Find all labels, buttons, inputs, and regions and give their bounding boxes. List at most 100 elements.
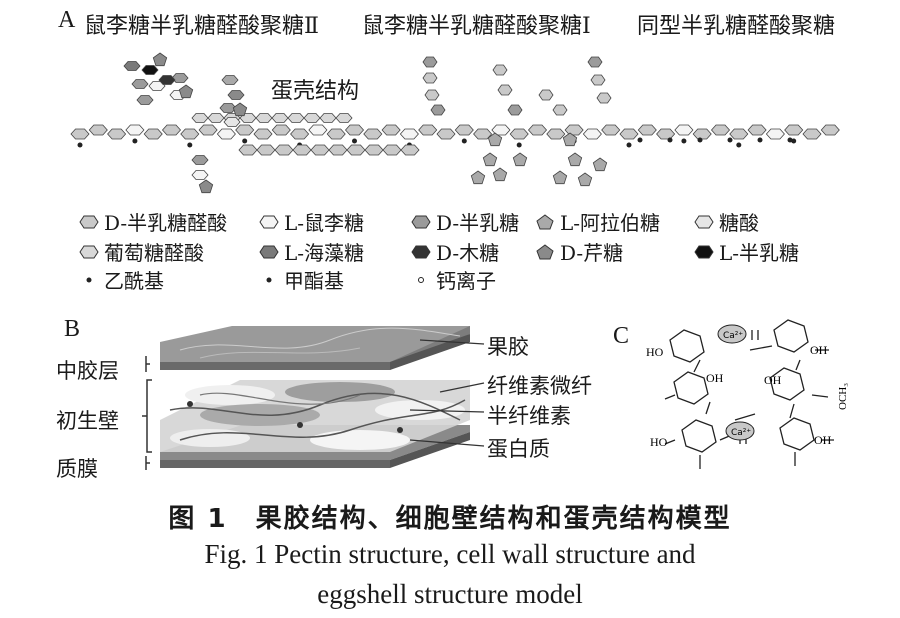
rg1-side-unit	[422, 56, 438, 68]
membrane-plate-side	[390, 432, 470, 468]
legend-item: L-半乳糖	[693, 237, 799, 266]
rg2-upper-unit	[271, 113, 289, 123]
acetyl-dot	[736, 142, 742, 148]
rg2-side-unit	[148, 81, 166, 91]
apiose-unit	[232, 102, 248, 117]
backbone-unit	[290, 128, 310, 140]
legend-item: D-半乳糖	[410, 207, 519, 236]
rg2-upper-unit	[303, 113, 321, 123]
legend-item: D-半乳糖醛酸	[78, 207, 227, 236]
arabinose-unit	[470, 170, 486, 185]
arabinose-unit	[552, 170, 568, 185]
backbone-unit	[88, 124, 108, 136]
backbone-unit	[271, 124, 291, 136]
dot-icon	[86, 277, 92, 282]
backbone-unit	[70, 128, 90, 140]
methyl-dot	[757, 137, 763, 143]
backbone-unit	[107, 128, 127, 140]
side-bonds	[664, 349, 834, 445]
bracket-plasma-membrane	[145, 456, 150, 470]
rg2-side-unit	[141, 65, 159, 75]
lamella-plate-top	[160, 326, 470, 362]
ho-label-2: HO	[650, 435, 668, 449]
panel-c-letter: C	[613, 323, 630, 349]
arabinose-unit	[577, 172, 593, 187]
legend-label: 乙酰基	[104, 269, 164, 293]
protein-dot-1	[187, 401, 193, 407]
hexagon-icon	[79, 215, 99, 228]
backbone-unit	[326, 128, 346, 140]
arabinose-unit	[492, 167, 508, 182]
caption-english-line2: eggshell structure model	[317, 579, 583, 609]
leader-microfibril	[439, 382, 485, 393]
rg2-side-unit	[158, 75, 176, 85]
rg2-lower-unit	[292, 144, 312, 156]
rg1-side-unit	[422, 72, 438, 84]
backbone-unit	[308, 124, 328, 136]
oh-label-4: OH	[814, 433, 832, 447]
backbone-unit	[436, 128, 456, 140]
acetyl-dot	[461, 138, 467, 144]
microfibril-5	[170, 429, 250, 447]
header-rg1: 鼠李糖半乳糖醛酸聚糖Ⅰ	[362, 14, 591, 39]
backbone-unit	[418, 124, 438, 136]
label-protein: 蛋白质	[487, 437, 550, 461]
backbone-unit	[381, 124, 401, 136]
hexagon-icon	[79, 245, 99, 258]
methyl-dot	[697, 137, 703, 143]
bracket-primary-wall	[142, 379, 152, 453]
rg2-lower-unit	[256, 144, 276, 156]
rg1-side-unit	[596, 92, 612, 104]
apiose-unit	[152, 52, 168, 67]
backbone-unit	[235, 124, 255, 136]
backbone-unit	[820, 124, 840, 136]
rg2-side-unit	[131, 79, 149, 89]
legend-item: 葡萄糖醛酸	[78, 237, 204, 266]
label-plasma-membrane: 质膜	[56, 457, 98, 481]
backbone-unit	[143, 128, 163, 140]
calcium-ion-1	[717, 324, 747, 344]
backbone-unit	[802, 128, 822, 140]
backbone-unit	[729, 128, 749, 140]
rg2-upper-unit	[191, 113, 209, 123]
label-pectin: 果胶	[487, 335, 529, 359]
backbone-unit	[747, 124, 767, 136]
legend-label: L-半乳糖	[719, 241, 800, 265]
membrane-plate-edge	[160, 460, 390, 468]
backbone-unit	[619, 128, 639, 140]
label-cellulose-microfibril: 纤维素微纤	[487, 374, 592, 398]
arabinose-unit	[562, 132, 578, 147]
backbone-unit	[216, 128, 236, 140]
backbone-unit	[454, 124, 474, 136]
ring-bottom-left	[681, 419, 717, 453]
bonds	[693, 330, 801, 469]
header-rg2: 鼠李糖半乳糖醛酸聚糖Ⅱ	[84, 14, 319, 39]
rg2-side-unit	[123, 61, 141, 71]
ca-label-1: Ca²⁺	[723, 331, 743, 341]
legend-label: 钙离子	[436, 269, 496, 293]
legend-item: 甲酯基	[258, 265, 344, 294]
backbone-unit	[125, 124, 145, 136]
hemicellulose-strand-1	[169, 392, 461, 421]
backbone-unit	[692, 128, 712, 140]
arabinose-unit	[512, 152, 528, 167]
acetyl-dot	[352, 138, 357, 144]
pectin-strand-2	[199, 347, 361, 359]
rg2-lower-unit	[310, 144, 330, 156]
methyl-dot	[787, 137, 793, 143]
methyl-dot	[667, 137, 673, 143]
rg2-lower-unit	[328, 144, 348, 156]
leader-hemicellulose	[409, 409, 485, 413]
pentagon-icon	[536, 243, 554, 259]
backbone-unit	[344, 124, 365, 136]
oh-label-3: OH	[764, 373, 782, 387]
backbone-unit	[582, 128, 602, 140]
rg2-lower-unit	[382, 144, 402, 156]
microfibril-2	[285, 382, 395, 402]
leader-pectin	[419, 339, 485, 345]
ring-icon	[418, 276, 424, 283]
legend-item: D-芹糖	[534, 237, 623, 266]
pentagon-icon	[536, 213, 554, 229]
legend-label: 甲酯基	[284, 269, 344, 293]
label-primary-wall: 初生壁	[56, 409, 119, 433]
